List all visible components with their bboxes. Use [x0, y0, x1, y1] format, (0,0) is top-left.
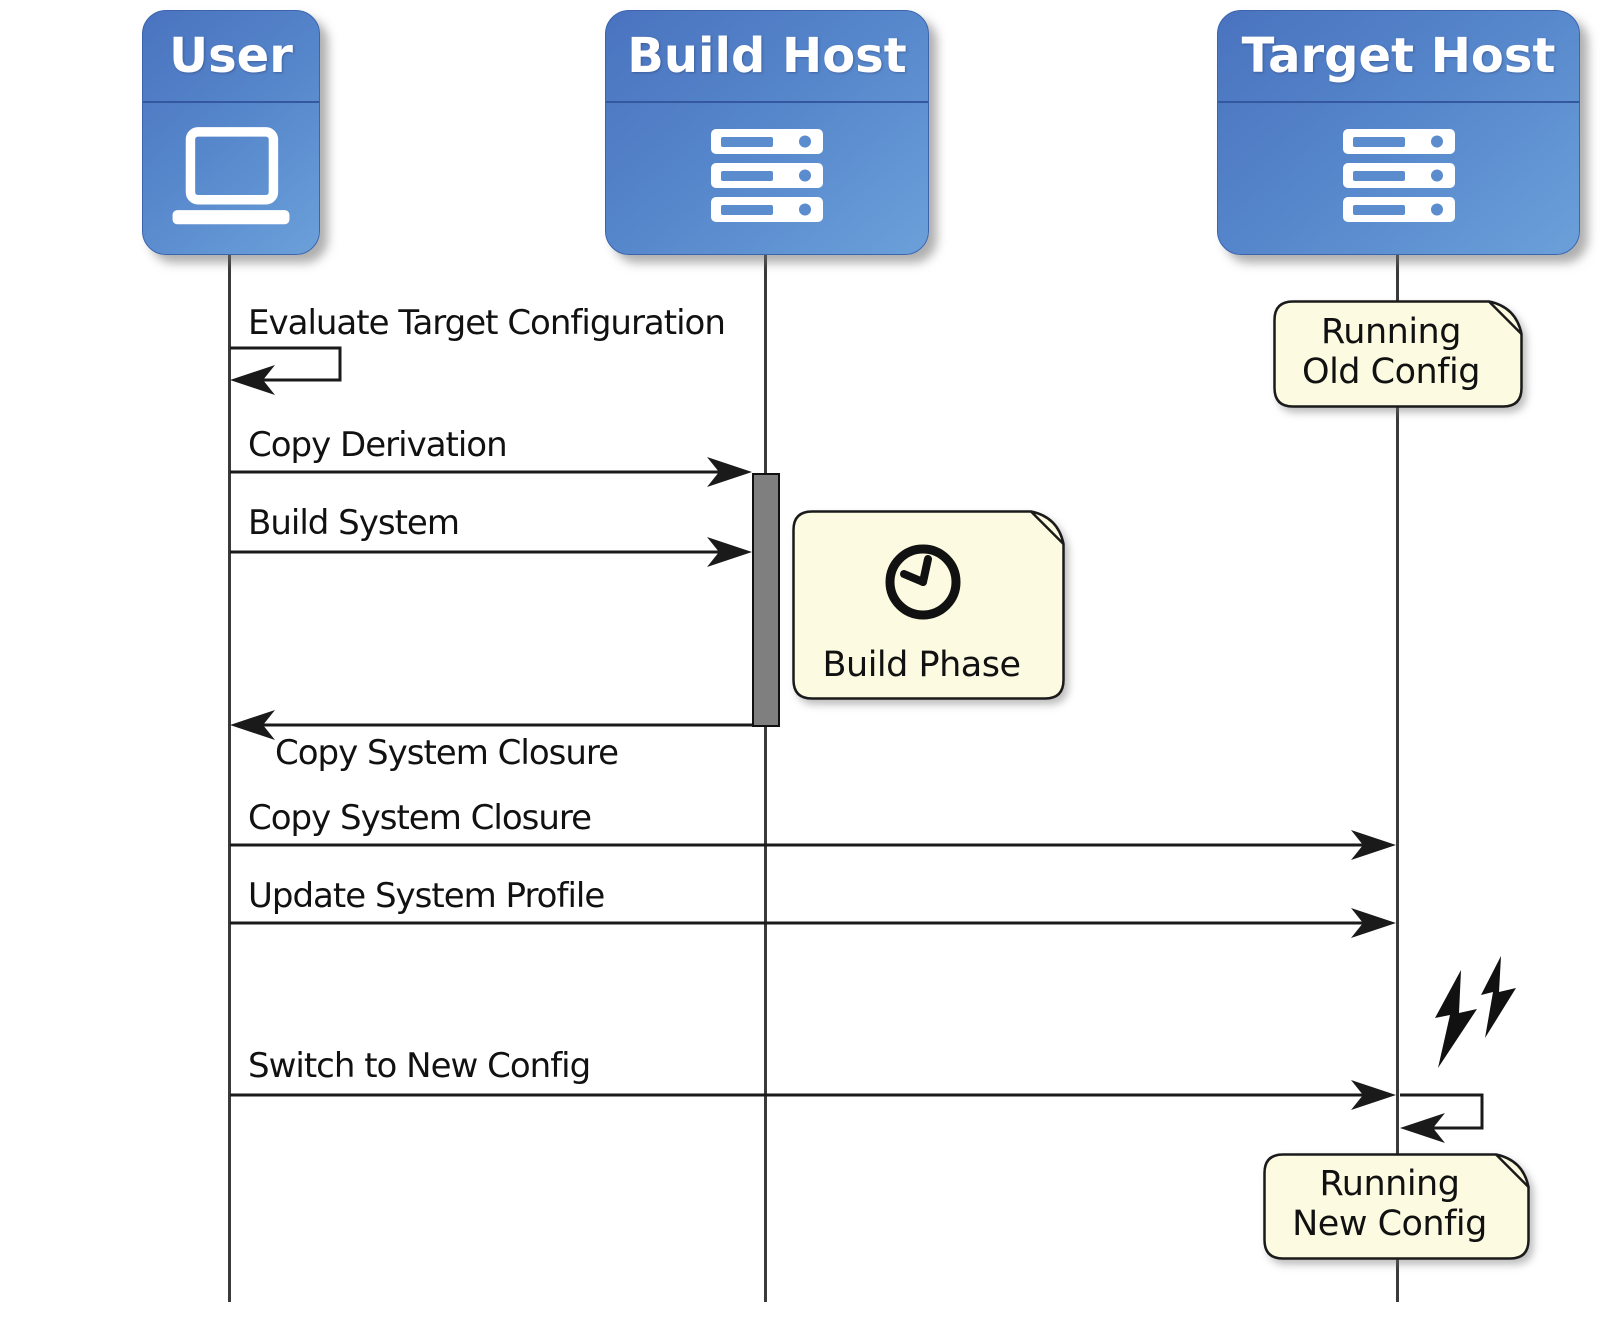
server-icon: [711, 128, 823, 222]
message-label-build-system: Build System: [248, 503, 460, 543]
actor-build-host-header: Build Host: [606, 11, 928, 103]
message-label-copy-system-closure: Copy System Closure: [248, 798, 592, 838]
arrowhead-copy-derivation: [707, 457, 752, 487]
note-icon: [792, 510, 1065, 700]
arrowhead-return-to-user: [230, 710, 275, 740]
self-message-user-line: [230, 346, 342, 382]
lightning-icon: [1435, 956, 1516, 1068]
actor-user-header: User: [143, 11, 319, 103]
note-fold-icon: [1495, 1153, 1530, 1188]
laptop-icon: [172, 126, 290, 224]
arrowhead-copy-system-closure: [1351, 830, 1396, 860]
message-label-return-copy-system-closure: Copy System Closure: [275, 733, 619, 773]
activation-bar-build-host: [752, 473, 780, 727]
note-icon: [1263, 1153, 1530, 1260]
note-icon: [1273, 300, 1523, 408]
lifeline-target-host: [1396, 253, 1399, 1302]
note-running-old-config: Running Old Config: [1273, 300, 1523, 408]
note-build-phase: Build Phase: [792, 510, 1065, 700]
note-line: Running: [1321, 312, 1461, 352]
message-label-switch-to-new-config: Switch to New Config: [248, 1046, 591, 1086]
note-fold-icon: [1488, 300, 1523, 335]
note-line: New Config: [1292, 1204, 1487, 1244]
server-icon: [1342, 128, 1455, 222]
actor-target-host-header: Target Host: [1218, 11, 1579, 103]
arrowhead-build-system: [707, 537, 752, 567]
note-running-new-config: Running New Config: [1263, 1153, 1530, 1260]
message-label-update-system-profile: Update System Profile: [248, 876, 605, 916]
actor-build-host-box: Build Host: [605, 10, 929, 255]
arrowhead-self-user: [230, 365, 275, 395]
actor-build-host-title: Build Host: [627, 28, 907, 84]
note-line: Build Phase: [822, 645, 1022, 685]
actor-target-host-box: Target Host: [1217, 10, 1580, 255]
note-line: Running: [1319, 1164, 1460, 1204]
note-line: Old Config: [1302, 352, 1480, 392]
self-message-target-line: [1400, 1093, 1484, 1130]
arrowhead-update-system-profile: [1351, 908, 1396, 938]
actor-user-box: User: [142, 10, 320, 255]
actor-user-title: User: [169, 28, 293, 84]
message-label-copy-derivation: Copy Derivation: [248, 425, 508, 465]
clock-icon: [885, 544, 961, 620]
lifeline-build-host: [764, 253, 767, 1302]
note-fold-icon: [1030, 510, 1065, 545]
message-label-evaluate-target-configuration: Evaluate Target Configuration: [248, 303, 726, 343]
actor-target-host-title: Target Host: [1241, 28, 1556, 84]
arrowhead-switch-to-new-config: [1351, 1080, 1396, 1110]
lifeline-user: [228, 253, 231, 1302]
arrowhead-self-target: [1400, 1113, 1445, 1143]
